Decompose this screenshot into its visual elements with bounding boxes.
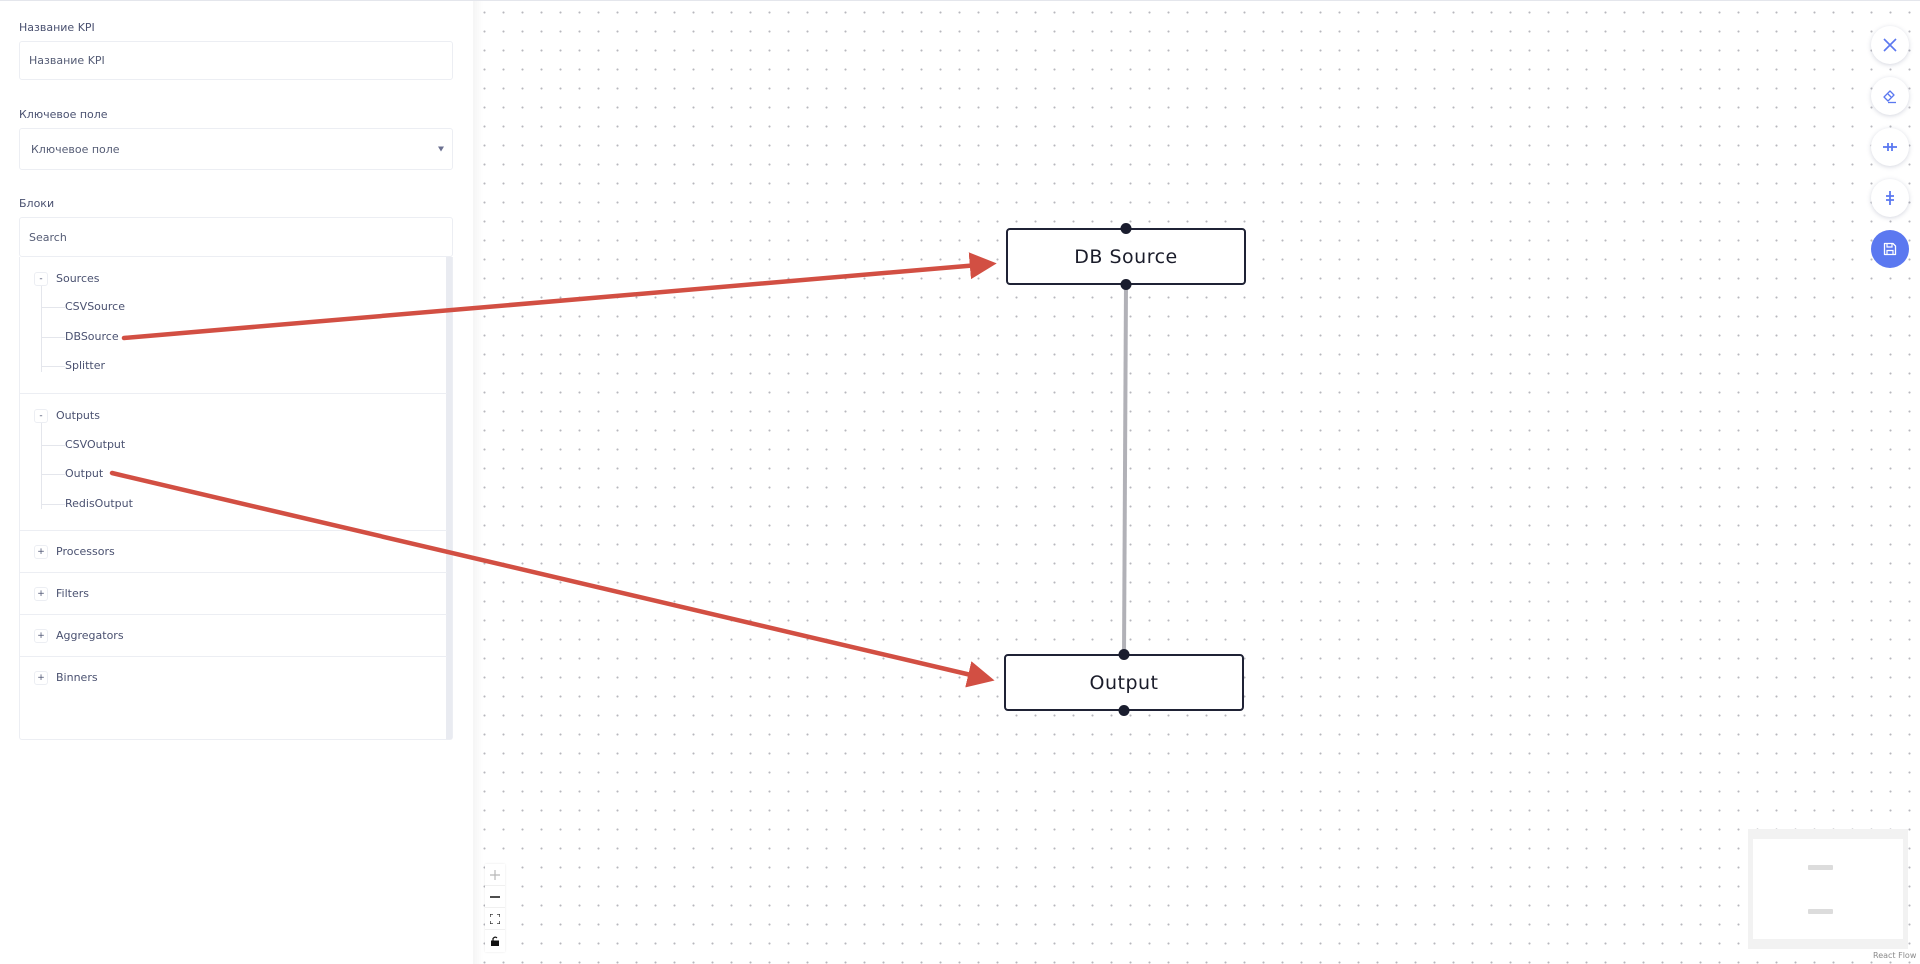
tree-group-processors: + Processors (20, 531, 447, 573)
save-icon (1883, 242, 1897, 256)
node-db-source[interactable]: DB Source (1006, 223, 1246, 290)
block-item-redisoutput[interactable]: RedisOutput (65, 497, 133, 510)
key-field-label: Ключевое поле (19, 108, 108, 121)
eraser-icon (1883, 90, 1896, 104)
node-label: Output (1089, 671, 1159, 694)
blocks-tree: - Sources CSVSource DBSource Splitter - … (19, 257, 453, 740)
tree-branch (41, 307, 65, 308)
top-border (0, 0, 1920, 1)
blocks-label: Блоки (19, 197, 55, 210)
tree-group-aggregators: + Aggregators (20, 615, 447, 657)
tree-group-filters: + Filters (20, 573, 447, 615)
lock-button[interactable] (485, 930, 505, 952)
tree-branch (41, 474, 65, 475)
tree-branch (41, 337, 65, 338)
block-item-csvsource[interactable]: CSVSource (65, 300, 125, 313)
kpi-name-label: Название KPI (19, 21, 95, 34)
minimap-node-db-source (1808, 865, 1833, 870)
group-label-processors[interactable]: Processors (56, 545, 115, 558)
block-item-dbsource[interactable]: DBSource (65, 330, 119, 343)
node-output[interactable]: Output (1004, 649, 1244, 716)
zoom-out-button[interactable] (485, 886, 505, 908)
group-label-sources[interactable]: Sources (56, 272, 100, 285)
fit-view-icon (490, 913, 500, 924)
tree-line (41, 286, 42, 372)
target-handle[interactable] (1118, 649, 1130, 660)
align-horizontal-icon (1883, 143, 1897, 151)
search-placeholder: Search (29, 230, 67, 244)
group-label-filters[interactable]: Filters (56, 587, 89, 600)
collapse-outputs-toggle[interactable]: - (34, 409, 48, 423)
kpi-name-placeholder: Название KPI (29, 54, 105, 67)
blocks-search-input[interactable]: Search (19, 217, 453, 257)
key-field-select[interactable]: Ключевое поле (19, 128, 453, 170)
fit-view-button[interactable] (485, 908, 505, 930)
layout-horizontal-button[interactable] (1871, 128, 1909, 166)
tree-branch (41, 366, 65, 367)
group-label-binners[interactable]: Binners (56, 671, 98, 684)
minimap-node-output (1808, 909, 1833, 914)
expand-processors-toggle[interactable]: + (34, 545, 48, 559)
collapse-sources-toggle[interactable]: - (34, 272, 48, 286)
minimap-viewport[interactable] (1753, 839, 1903, 939)
zoom-in-button[interactable] (485, 864, 505, 886)
group-label-aggregators[interactable]: Aggregators (56, 629, 124, 642)
source-handle[interactable] (1118, 705, 1130, 716)
block-item-splitter[interactable]: Splitter (65, 359, 105, 372)
tree-branch (41, 445, 65, 446)
react-flow-attribution[interactable]: React Flow (1873, 951, 1917, 960)
node-label: DB Source (1074, 245, 1178, 268)
tree-group-sources: - Sources CSVSource DBSource Splitter (20, 257, 447, 394)
expand-aggregators-toggle[interactable]: + (34, 629, 48, 643)
group-label-outputs[interactable]: Outputs (56, 409, 100, 422)
plus-icon (490, 869, 500, 880)
block-item-output[interactable]: Output (65, 467, 104, 480)
lock-icon (491, 936, 499, 946)
canvas-edge-shadow (473, 1, 483, 964)
layout-vertical-button[interactable] (1871, 179, 1909, 217)
close-button[interactable] (1871, 26, 1909, 64)
expand-binners-toggle[interactable]: + (34, 671, 48, 685)
chevron-down-icon (438, 146, 444, 152)
key-field-selected: Ключевое поле (31, 142, 120, 156)
tree-branch (41, 504, 65, 505)
align-vertical-icon (1886, 191, 1894, 205)
clear-canvas-button[interactable] (1871, 77, 1909, 115)
tree-group-outputs: - Outputs CSVOutput Output RedisOutput (20, 394, 447, 531)
expand-filters-toggle[interactable]: + (34, 587, 48, 601)
save-button[interactable] (1871, 230, 1909, 268)
source-handle[interactable] (1120, 279, 1132, 290)
target-handle[interactable] (1120, 223, 1132, 234)
flow-canvas[interactable] (473, 1, 1920, 964)
close-icon (1883, 38, 1897, 52)
flow-controls (485, 864, 505, 952)
minus-icon (490, 895, 500, 898)
tree-line (41, 423, 42, 509)
block-item-csvoutput[interactable]: CSVOutput (65, 438, 126, 451)
minimap[interactable] (1748, 829, 1908, 949)
tree-group-binners: + Binners (20, 657, 447, 699)
sidebar: Название KPI Название KPI Ключевое поле … (0, 1, 472, 964)
kpi-name-input[interactable]: Название KPI (19, 41, 453, 80)
